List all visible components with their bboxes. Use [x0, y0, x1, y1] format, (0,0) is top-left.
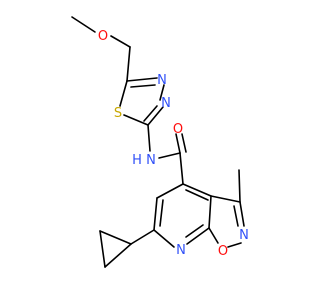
bond-o-c7a	[208, 227, 219, 244]
atom-pyridine-nitrogen: N	[176, 243, 186, 258]
bond-c3-methyl	[238, 169, 241, 203]
bond-methyl-o	[71, 16, 96, 33]
molecule-structure: O N N S H N O N N O	[71, 16, 249, 268]
bond-c3a-c3	[210, 195, 241, 203]
bond-n4-n3	[159, 84, 165, 101]
bond-c5py-c4	[156, 183, 184, 199]
bond-carbonyl-o-double	[181, 133, 187, 153]
bond-n3-c2-double	[143, 105, 158, 122]
bond-n-o	[227, 242, 242, 248]
bond-c6-c5py-double	[159, 199, 164, 227]
bond-cp1-cp3	[104, 243, 132, 268]
bonds	[71, 16, 245, 268]
bond-c3-n	[239, 201, 245, 227]
bond-c2-s	[123, 114, 149, 126]
bond-s-c5	[119, 80, 128, 107]
bond-carbonyl-o	[175, 133, 181, 154]
bond-o-ch2	[110, 35, 131, 48]
bond-c3-n-double	[233, 205, 239, 227]
bond-c7a-npy-double	[185, 224, 204, 238]
bond-ch2-c5	[126, 46, 131, 82]
bond-c4-c3a-double	[185, 189, 209, 201]
bond-c4-c3a	[182, 183, 212, 197]
bond-cp2-cp3	[99, 230, 106, 268]
bond-c5-n4	[126, 77, 158, 82]
bond-npy-c6	[153, 229, 175, 248]
atom-amide-hydrogen: H	[132, 153, 142, 168]
atom-isoxazole-oxygen: O	[218, 244, 228, 259]
atom-labels: O N N S H N O N N O	[98, 29, 249, 259]
bond-c6-c5py	[153, 197, 158, 231]
bond-c3a-c7a	[208, 195, 212, 229]
atom-thiadiazole-n3: N	[161, 96, 171, 111]
bond-carbonyl-c4	[179, 152, 184, 185]
atom-methoxy-oxygen: O	[98, 29, 108, 44]
bond-cp1-cp2	[99, 230, 132, 245]
bond-c7a-npy	[186, 227, 210, 245]
atom-isoxazole-nitrogen: N	[239, 228, 249, 243]
atom-carbonyl-oxygen: O	[173, 122, 183, 137]
bond-c2-nh	[147, 124, 151, 152]
atom-thiadiazole-n4: N	[157, 73, 167, 88]
bond-nh-carbonyl	[158, 152, 181, 159]
bond-n3-c2	[147, 106, 164, 126]
atom-amide-nitrogen: N	[146, 153, 156, 168]
atom-thiadiazole-sulfur: S	[114, 106, 122, 121]
bond-c6-cp1	[130, 229, 155, 245]
bond-c5-n4-double	[130, 84, 156, 88]
